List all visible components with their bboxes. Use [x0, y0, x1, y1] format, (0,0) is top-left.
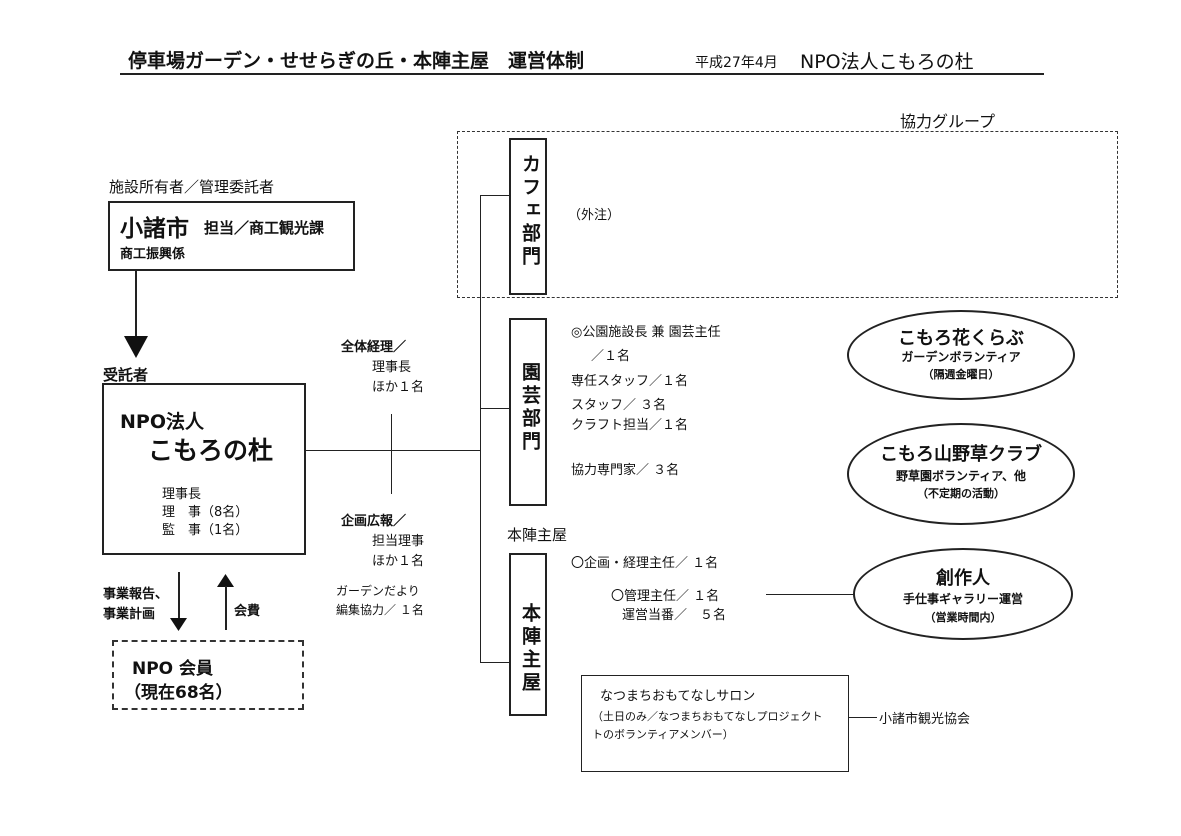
npo-role-directors: 理 事（8名）: [162, 505, 249, 520]
sousaku-sub: 手仕事ギャラリー運営: [902, 592, 1023, 606]
salon-note-1: （土日のみ／なつまちおもてなしプロジェクト: [592, 710, 823, 723]
coop-group-label: 協力グループ: [900, 112, 996, 131]
garden-line3: 専任スタッフ／１名: [571, 374, 689, 389]
honjin-section-label: 本陣主屋: [507, 526, 568, 544]
salon-note-2: トのボランティアメンバー）: [592, 728, 734, 741]
arrow-fee-line: [225, 586, 227, 630]
member-box: NPO 会員 （現在68名）: [112, 640, 304, 710]
npo-role-chair: 理事長: [162, 487, 202, 502]
city-section: 商工振興係: [120, 247, 186, 262]
oval-sousakujin: 創作人 手仕事ギャラリー運営 （営業時間内）: [853, 548, 1073, 640]
garden-line5: クラフト担当／１名: [571, 418, 689, 433]
member-count: （現在68名）: [124, 683, 233, 703]
npo-prefix: NPO法人: [120, 411, 204, 433]
connector-honjin-to-sousaku: [766, 594, 854, 595]
partner-label: 小諸市観光協会: [879, 712, 971, 727]
garden-dept-label: 園芸部門: [519, 362, 541, 454]
branch-cafe: [480, 195, 509, 196]
garden-line6: 協力専門家／ ３名: [571, 463, 680, 478]
page-title: 停車場ガーデン・せせらぎの丘・本陣主屋 運営体制: [128, 50, 585, 72]
arrow-down-icon: [170, 618, 187, 631]
oval-komoro-yasou-club: こもろ山野草クラブ 野草園ボランティア、他 （不定期の活動）: [847, 423, 1075, 525]
city-box: 小諸市 担当／商工観光課 商工振興係: [108, 201, 355, 271]
connector-npo-to-trunk: [306, 450, 480, 451]
hana-title: こもろ花くらぶ: [898, 328, 1024, 349]
yasou-note: （不定期の活動）: [917, 487, 1005, 500]
newsletter-line2: 編集協力／ １名: [336, 603, 424, 617]
header-underline: [120, 73, 1044, 75]
branch-garden: [480, 408, 509, 409]
arrow-city-to-trustee-line: [135, 271, 137, 339]
hana-sub: ガーデンボランティア: [901, 350, 1021, 364]
connector-salon-to-partner: [849, 717, 877, 718]
salon-title: なつまちおもてなしサロン: [600, 689, 756, 704]
owner-label: 施設所有者／管理委託者: [109, 178, 275, 196]
garden-line2: ／１名: [591, 349, 631, 364]
npo-box: NPO法人 こもろの杜 理事長 理 事（8名） 監 事（1名）: [102, 383, 306, 555]
header-date: 平成27年4月: [695, 55, 778, 71]
honjin-line1: 〇企画・経理主任／ １名: [571, 556, 719, 571]
arrow-down-icon: [124, 336, 148, 358]
yasou-sub: 野草園ボランティア、他: [895, 469, 1027, 483]
honjin-dept-label: 本陣主屋: [519, 603, 541, 695]
connector-cross-vertical: [391, 414, 392, 494]
report-label-2: 事業計画: [103, 607, 156, 622]
arrow-up-icon: [217, 574, 234, 587]
garden-dept-box: 園芸部門: [509, 318, 547, 506]
fee-label: 会費: [234, 604, 261, 619]
arrow-report-line: [178, 572, 180, 622]
trunk-line: [480, 195, 481, 662]
accounting-head: 全体経理／: [341, 340, 407, 355]
cafe-dept-box: カフェ部門: [509, 138, 547, 295]
accounting-line1: 理事長: [372, 360, 412, 375]
honjin-line3: 運営当番／ ５名: [622, 608, 727, 623]
oval-komoro-hana-club: こもろ花くらぶ ガーデンボランティア （隔週金曜日）: [847, 310, 1075, 400]
salon-box: なつまちおもてなしサロン （土日のみ／なつまちおもてなしプロジェクト トのボラン…: [581, 675, 849, 772]
newsletter-line1: ガーデンだより: [336, 584, 420, 598]
hana-note: （隔週金曜日）: [922, 368, 1000, 381]
honjin-dept-box: 本陣主屋: [509, 553, 547, 716]
accounting-line2: ほか１名: [372, 380, 425, 395]
garden-line1: ◎公園施設長 兼 園芸主任: [571, 325, 721, 340]
sousaku-note: （営業時間内）: [924, 611, 1002, 624]
sousaku-title: 創作人: [936, 568, 990, 589]
report-label-1: 事業報告、: [103, 587, 169, 602]
member-title: NPO 会員: [132, 659, 214, 679]
trustee-label: 受託者: [103, 366, 149, 384]
honjin-line2: 〇管理主任／ １名: [611, 589, 720, 604]
npo-name: こもろの杜: [148, 436, 274, 465]
yasou-title: こもろ山野草クラブ: [880, 444, 1042, 465]
branch-honjin: [480, 662, 509, 663]
pr-line1: 担当理事: [372, 534, 425, 549]
header-org: NPO法人こもろの杜: [800, 51, 974, 73]
cafe-note: （外注）: [568, 208, 621, 223]
city-name: 小諸市: [120, 216, 189, 242]
city-dept: 担当／商工観光課: [204, 219, 325, 237]
pr-line2: ほか１名: [372, 554, 425, 569]
npo-role-auditor: 監 事（1名）: [162, 523, 249, 538]
coop-group-box: [457, 131, 1118, 298]
cafe-dept-label: カフェ部門: [519, 154, 541, 269]
garden-line4: スタッフ／ ３名: [571, 398, 667, 413]
pr-head: 企画広報／: [341, 514, 407, 529]
